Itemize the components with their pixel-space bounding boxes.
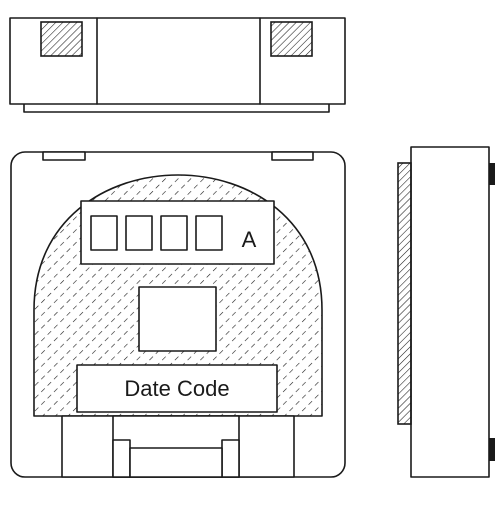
code-box (160, 215, 188, 251)
code-box (90, 215, 118, 251)
side-view-hatched-band (397, 162, 412, 425)
polarity-letter: A (242, 227, 257, 252)
front-view: A Date Code (10, 151, 346, 478)
side-view-terminal-top (489, 163, 495, 185)
front-view-top-notch-left (42, 151, 86, 161)
code-boxes (90, 215, 223, 251)
top-view (9, 17, 346, 113)
top-view-terminal-right (270, 21, 313, 57)
top-view-terminal-left (40, 21, 83, 57)
side-view (397, 146, 495, 478)
front-view-top-notch-right (271, 151, 314, 161)
center-window (138, 286, 217, 352)
code-box (195, 215, 223, 251)
date-code-label: Date Code (124, 376, 229, 401)
date-code-box (76, 364, 278, 413)
side-view-body (410, 146, 490, 478)
code-box (125, 215, 153, 251)
front-view-terminal-tab (129, 447, 223, 478)
front-view-terminal-step-right (221, 439, 240, 478)
side-view-terminal-bottom (489, 438, 495, 461)
front-view-terminal-step-left (112, 439, 131, 478)
